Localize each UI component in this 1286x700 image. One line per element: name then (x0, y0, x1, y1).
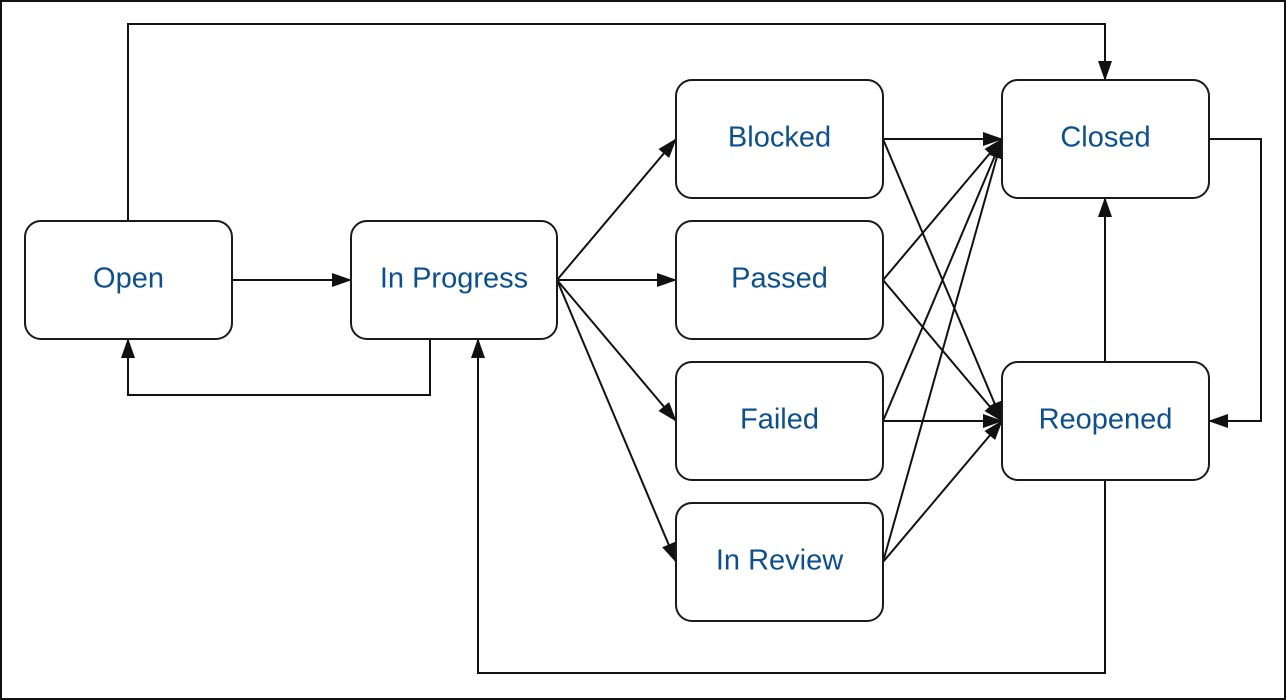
edge-passed-to-closed (882, 138, 1003, 281)
state-node-failed-box (675, 361, 884, 481)
edge-failed-to-closed (882, 138, 1003, 422)
state-node-blocked-box (675, 79, 884, 199)
state-node-reopened-box (1001, 361, 1210, 481)
edges-layer (121, 23, 1262, 674)
state-label-blocked: Blocked (728, 122, 831, 154)
state-node-open: Open (24, 220, 233, 340)
state-node-in-review: In Review (675, 502, 884, 622)
edge-open-to-closed (127, 23, 1112, 221)
edge-reopened-to-in-progress (471, 338, 1106, 674)
edge-in-review-to-closed (882, 138, 1004, 563)
state-label-open: Open (93, 263, 164, 295)
edge-in-progress-to-failed (556, 279, 677, 422)
state-node-blocked: Blocked (675, 79, 884, 199)
edge-in-review-to-reopened (882, 420, 1003, 563)
edge-closed-to-reopened (1208, 138, 1262, 428)
state-node-passed: Passed (675, 220, 884, 340)
edge-in-progress-to-in-review (556, 279, 677, 563)
state-node-failed: Failed (675, 361, 884, 481)
state-node-in-progress: In Progress (350, 220, 558, 340)
state-label-reopened: Reopened (1039, 404, 1173, 436)
state-label-closed: Closed (1060, 122, 1150, 154)
state-node-reopened: Reopened (1001, 361, 1210, 481)
state-label-in-progress: In Progress (380, 263, 528, 295)
edge-in-progress-to-blocked (556, 138, 677, 281)
state-node-closed-box (1001, 79, 1210, 199)
state-node-in-progress-box (350, 220, 558, 340)
state-node-passed-box (675, 220, 884, 340)
state-label-failed: Failed (740, 404, 819, 436)
state-label-passed: Passed (731, 263, 828, 295)
nodes-layer: Open In Progress Blocked Passed Failed I (24, 79, 1210, 622)
state-label-in-review: In Review (716, 545, 844, 577)
state-node-open-box (24, 220, 233, 340)
state-node-in-review-box (675, 502, 884, 622)
edge-in-progress-to-open (121, 338, 431, 396)
state-node-closed: Closed (1001, 79, 1210, 199)
